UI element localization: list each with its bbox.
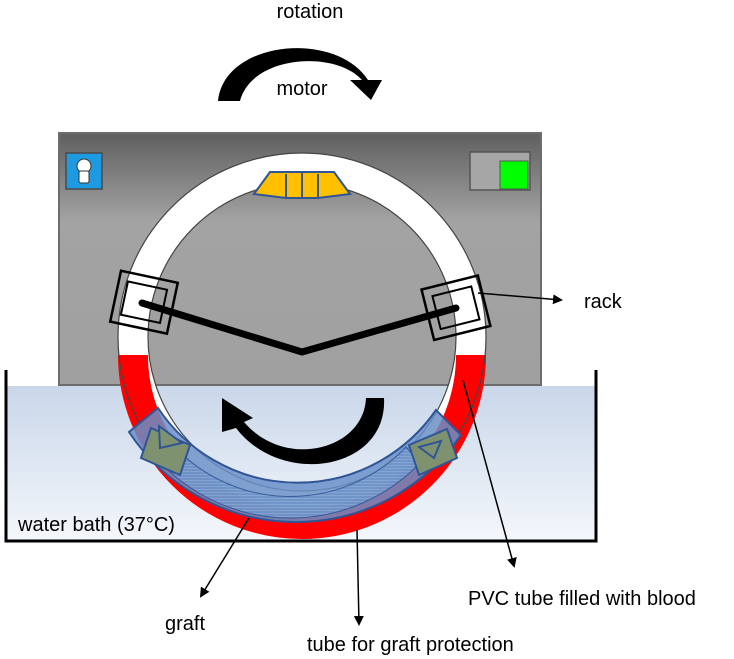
- leader-lines: [199, 292, 563, 626]
- label-pvc-tube: PVC tube filled with blood: [468, 588, 696, 610]
- left-clamp: [108, 269, 180, 336]
- right-graft-connector: [407, 427, 459, 477]
- left-graft-connector: [139, 423, 192, 477]
- right-clamp: [420, 273, 492, 342]
- label-water-bath: water bath (37°C): [17, 514, 175, 536]
- top-connector: [252, 171, 352, 199]
- label-graft: graft: [165, 613, 205, 635]
- label-rotation: rotation: [277, 1, 344, 23]
- switch-icon: [65, 152, 103, 190]
- label-tube-protection: tube for graft protection: [307, 634, 514, 656]
- label-rack: rack: [584, 291, 623, 313]
- rotation-arrow-top: [218, 48, 382, 101]
- indicator-light: [469, 151, 531, 191]
- label-motor: motor: [276, 78, 327, 100]
- rack-arms: [138, 299, 460, 356]
- rotation-arrow-bottom: [222, 398, 385, 465]
